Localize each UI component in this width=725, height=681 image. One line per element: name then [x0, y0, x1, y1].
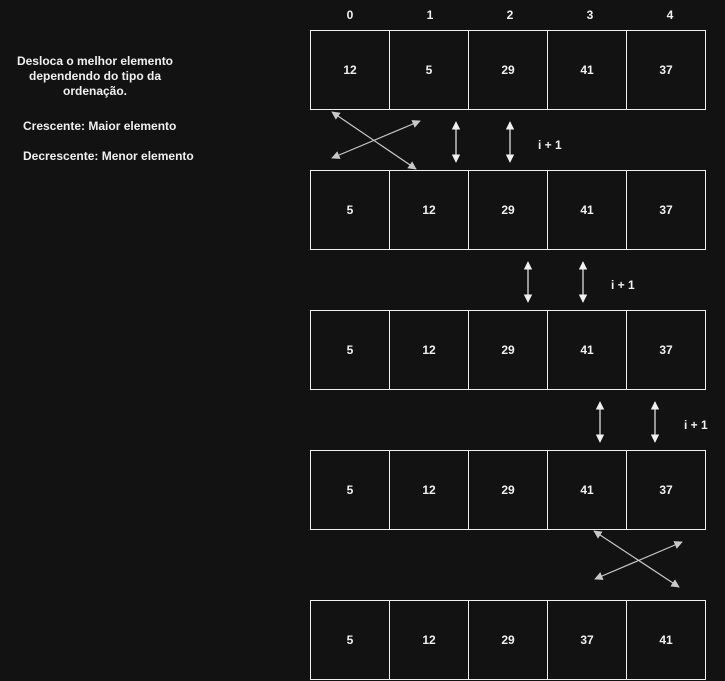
array-cell: 12	[389, 310, 469, 390]
array-cell: 5	[310, 170, 390, 250]
array-cell: 29	[468, 30, 548, 110]
array-cell: 37	[626, 450, 706, 530]
array-cell: 29	[468, 170, 548, 250]
array-cell: 37	[626, 30, 706, 110]
array-cell: 12	[389, 170, 469, 250]
array-row-1: 12 5 29 41 37	[310, 30, 710, 110]
index-label-3: 3	[586, 8, 594, 22]
array-cell: 12	[389, 600, 469, 680]
descending-note: Decrescente: Menor elemento	[23, 149, 194, 163]
swap-arrow-cross	[331, 111, 421, 170]
array-cell: 37	[547, 600, 627, 680]
step-label-3: i + 1	[684, 418, 708, 432]
array-row-5: 5 12 29 37 41	[310, 600, 710, 680]
array-row-3: 5 12 29 41 37	[310, 310, 710, 390]
array-cell: 41	[547, 450, 627, 530]
array-cell: 41	[626, 600, 706, 680]
index-label-2: 2	[506, 8, 514, 22]
description-note: Desloca o melhor elemento dependendo do …	[16, 54, 174, 98]
index-label-4: 4	[666, 8, 674, 22]
array-cell: 5	[310, 600, 390, 680]
array-cell: 41	[547, 30, 627, 110]
array-cell: 37	[626, 310, 706, 390]
array-cell: 29	[468, 600, 548, 680]
array-cell: 41	[547, 170, 627, 250]
array-cell: 29	[468, 310, 548, 390]
array-cell: 12	[310, 30, 390, 110]
step-label-2: i + 1	[611, 278, 635, 292]
array-cell: 5	[310, 450, 390, 530]
array-cell: 5	[310, 310, 390, 390]
array-cell: 29	[468, 450, 548, 530]
array-row-2: 5 12 29 41 37	[310, 170, 710, 250]
ascending-note: Crescente: Maior elemento	[23, 119, 177, 133]
array-cell: 41	[547, 310, 627, 390]
array-cell: 37	[626, 170, 706, 250]
index-label-1: 1	[426, 8, 434, 22]
step-label-1: i + 1	[538, 138, 562, 152]
array-cell: 5	[389, 30, 469, 110]
swap-arrow-cross	[593, 530, 683, 588]
array-cell: 12	[389, 450, 469, 530]
array-row-4: 5 12 29 41 37	[310, 450, 710, 530]
index-label-0: 0	[346, 8, 354, 22]
